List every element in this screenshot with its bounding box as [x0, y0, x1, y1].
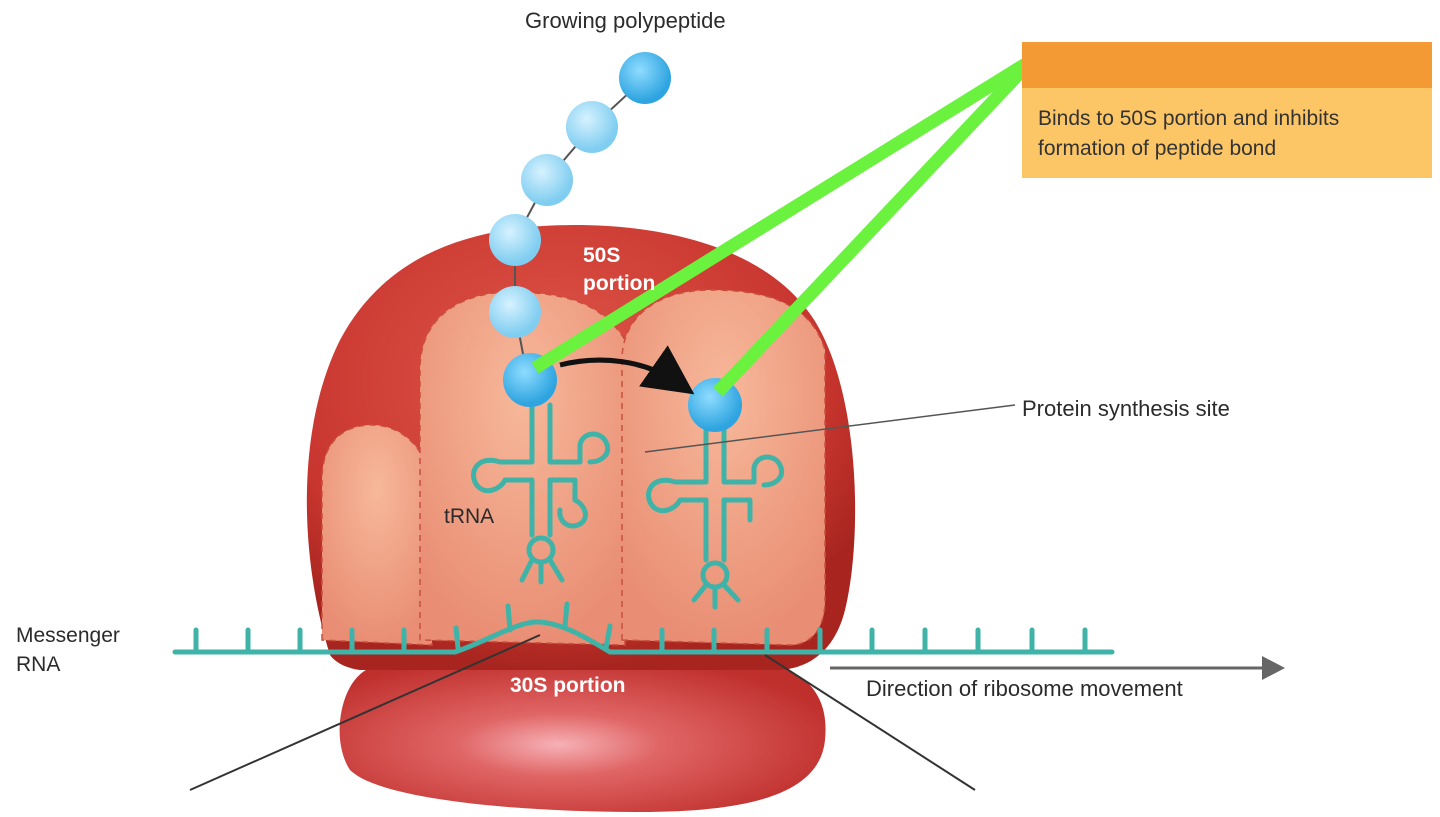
callout-pointer — [531, 54, 1037, 397]
growing-polypeptide-label: Growing polypeptide — [525, 8, 726, 33]
callout-text: Binds to 50S portion and inhibits format… — [1038, 107, 1340, 160]
mrna-strand — [172, 601, 1115, 655]
callout-header-bar — [1022, 42, 1432, 88]
protein-synthesis-site-label: Protein synthesis site — [1022, 396, 1230, 421]
messenger-rna-label-line2: RNA — [16, 653, 61, 676]
messenger-rna-label-line1: Messenger — [16, 624, 120, 647]
amino-acid-bead — [619, 52, 671, 104]
amino-acid-bead — [566, 101, 618, 153]
direction-arrow — [830, 656, 1285, 680]
trna-label: tRNA — [444, 505, 495, 528]
peptide-transfer-arrow — [559, 345, 695, 395]
protein-synthesis-site-leader — [644, 404, 1016, 453]
fifty-s-label: 50S — [583, 244, 621, 267]
ribosome-30s-subunit — [339, 662, 826, 812]
ribosome-p-site-lobe — [419, 291, 626, 646]
thirty-s-portion-label: 30S portion — [510, 674, 626, 697]
amino-acid-bead-a-site — [688, 378, 742, 432]
amino-acid-bead — [489, 214, 541, 266]
portion-label: portion — [583, 272, 656, 295]
trna-p-site — [471, 402, 610, 585]
antibiotic-callout-box: Binds to 50S portion and inhibits format… — [1022, 42, 1432, 178]
amino-acid-bead — [521, 154, 573, 206]
leader-line-bottom-right — [764, 654, 976, 791]
leader-line-bottom-left — [189, 634, 541, 791]
direction-label: Direction of ribosome movement — [866, 676, 1183, 701]
polypeptide-chain — [489, 52, 671, 407]
amino-acid-bead — [489, 286, 541, 338]
trna-a-site — [646, 427, 784, 610]
ribosome-exit-lobe — [321, 424, 433, 646]
